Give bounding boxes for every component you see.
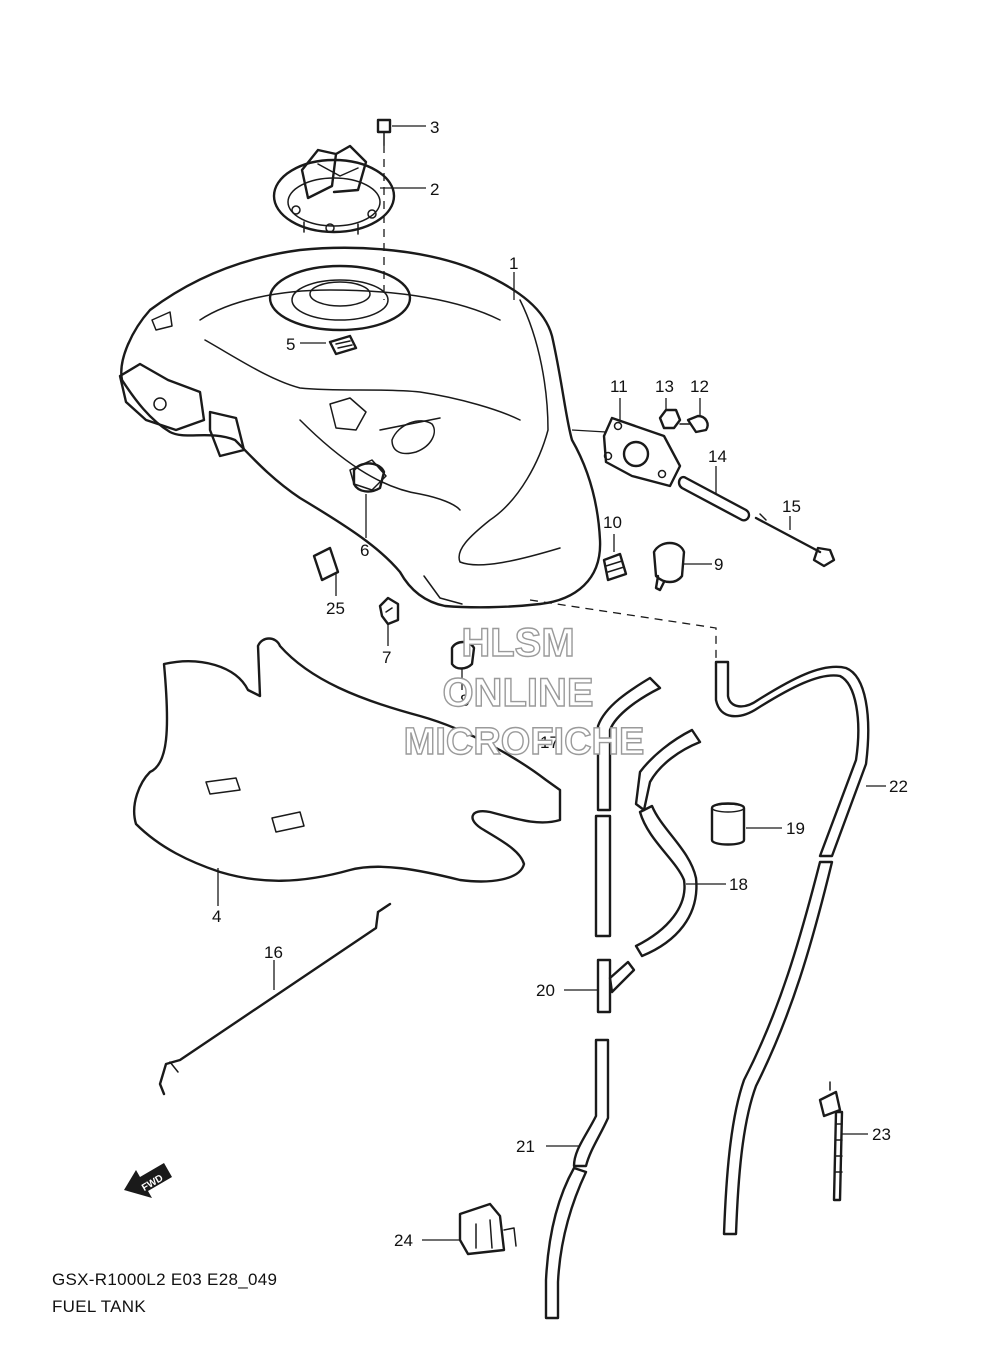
callout-16: 16 [264,943,283,962]
callout-20: 20 [536,981,555,1000]
part-5-label[interactable] [328,334,358,356]
part-4-seal[interactable] [133,637,562,883]
callout-9: 9 [714,555,723,574]
part-12-bolt[interactable] [679,414,709,434]
callout-18: 18 [729,875,748,894]
part-19-sleeve[interactable] [710,802,746,846]
part-2-fuel-pump-assembly[interactable] [272,144,396,235]
callout-3: 3 [430,118,439,137]
callout-25: 25 [326,599,345,618]
callout-24: 24 [394,1231,413,1250]
leader-lines [217,125,886,1241]
part-18-hose[interactable] [634,728,702,958]
part-24-clip[interactable] [458,1202,517,1256]
callout-8: 8 [460,691,469,710]
watermark-line-3: MICROFICHE [404,721,645,763]
watermark-line-1: HLSM [461,621,574,665]
part-17-hose[interactable] [594,676,662,938]
part-25-label[interactable] [312,546,340,582]
callout-7: 7 [382,648,391,667]
callout-6: 6 [360,541,369,560]
callout-17: 17 [540,733,559,752]
fwd-arrow-icon: FWD [124,1163,172,1198]
callout-13: 13 [655,377,674,396]
part-7-clip[interactable] [378,596,400,626]
callout-1: 1 [509,254,518,273]
callout-14: 14 [708,447,727,466]
part-13-nut[interactable] [658,408,682,430]
diagram-code: GSX-R1000L2 E03 E28_049 [52,1270,278,1289]
callout-19: 19 [786,819,805,838]
part-11-gasket[interactable] [571,416,682,488]
callout-4: 4 [212,907,221,926]
callout-11: 11 [610,377,628,396]
part-10-pad[interactable] [602,552,628,582]
callout-numbers: 3 2 1 5 11 13 12 14 15 10 6 9 25 7 8 17 … [212,118,908,1250]
part-16-rod[interactable] [158,902,392,1096]
part-21-hose[interactable] [544,1038,610,1320]
callout-23: 23 [872,1125,891,1144]
part-14-collar[interactable] [677,466,751,522]
part-9-damper[interactable] [652,541,686,592]
callout-12: 12 [690,377,709,396]
callout-10: 10 [603,513,622,532]
part-6-cushion[interactable] [352,462,386,493]
part-22-hose[interactable] [529,599,870,1236]
part-20-t-joint[interactable] [596,958,636,1014]
diagram-title: FUEL TANK [52,1297,147,1316]
callout-15: 15 [782,497,801,516]
watermark: HLSM ONLINE MICROFICHE [403,620,645,763]
part-15-long-bolt[interactable] [754,513,836,568]
callout-22: 22 [889,777,908,796]
part-8-fitting[interactable] [450,640,476,670]
callout-2: 2 [430,180,439,199]
callout-21: 21 [516,1137,535,1156]
callout-5: 5 [286,335,295,354]
watermark-line-2: ONLINE [442,671,593,715]
part-23-clamp[interactable] [818,1081,844,1202]
